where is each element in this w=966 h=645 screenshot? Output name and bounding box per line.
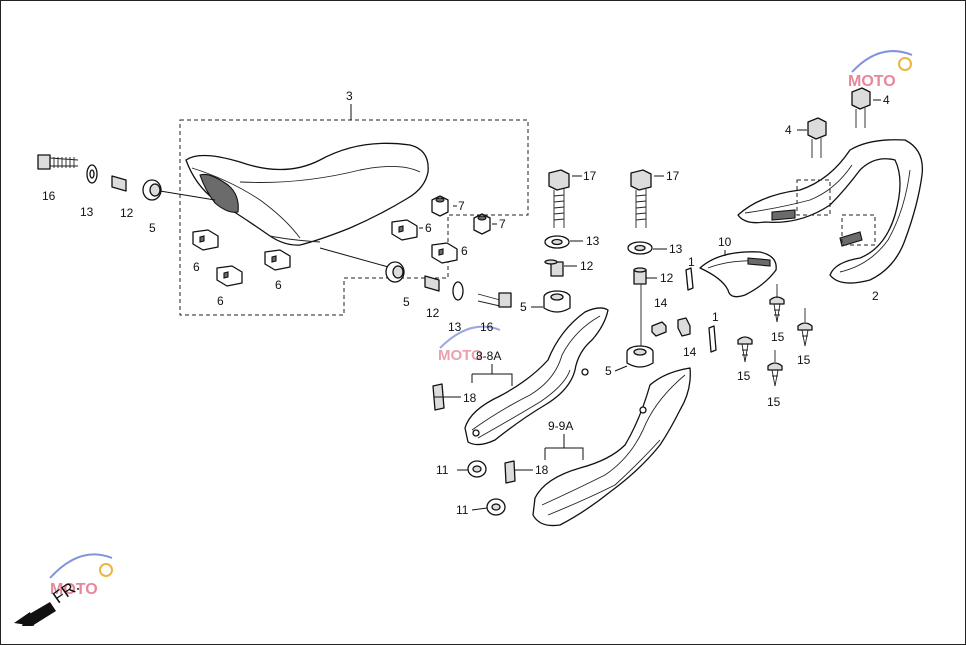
callout-4-b: 4 xyxy=(883,93,890,107)
callout-12-left: 12 xyxy=(120,206,134,220)
callout-12-seat-right: 12 xyxy=(426,306,440,320)
cushion-6-c xyxy=(264,249,291,271)
cushion-6-d xyxy=(391,219,418,241)
callout-7-a: 7 xyxy=(458,199,465,213)
bolt-16-right xyxy=(477,292,512,308)
callout-13-right: 13 xyxy=(669,242,683,256)
callout-6-d: 6 xyxy=(425,221,432,235)
watermark-logo-bottom: MOTO xyxy=(49,553,113,598)
callout-3: 3 xyxy=(346,89,353,103)
callout-12-center: 12 xyxy=(580,259,594,273)
callout-13-center: 13 xyxy=(586,234,600,248)
bolt-4-b xyxy=(851,87,871,128)
block-7-b xyxy=(473,213,491,235)
collar-12-seat-right xyxy=(424,275,440,292)
callout-17-right: 17 xyxy=(666,169,680,183)
grommet-5-right xyxy=(626,345,654,368)
seat xyxy=(185,142,429,246)
cushion-6-e xyxy=(431,242,458,264)
screw-15-d xyxy=(767,350,783,387)
callout-14-a: 14 xyxy=(654,296,668,310)
callout-17-center: 17 xyxy=(583,169,597,183)
watermark-text: MOTO xyxy=(848,73,896,90)
callout-15-d: 15 xyxy=(767,395,781,409)
watermark-text: MOTO xyxy=(438,347,483,364)
callout-6-b: 6 xyxy=(217,294,224,308)
callout-13-left: 13 xyxy=(80,205,94,219)
nut-14-b xyxy=(677,317,691,337)
callout-9-9a: 9-9A xyxy=(548,419,573,433)
callout-16-left: 16 xyxy=(42,189,56,203)
pin-1-b xyxy=(708,325,717,353)
washer-13-seat-right xyxy=(452,281,464,301)
callout-5-right: 5 xyxy=(605,364,612,378)
collar-12-left xyxy=(111,175,127,192)
callout-15-c: 15 xyxy=(797,353,811,367)
callout-15-a: 15 xyxy=(737,369,751,383)
clip-18-b xyxy=(504,460,516,484)
bolt-17-center xyxy=(548,169,570,228)
bracket-9 xyxy=(544,434,584,460)
callout-10: 10 xyxy=(718,235,732,249)
callout-1-a: 1 xyxy=(688,255,695,269)
callout-18-b: 18 xyxy=(535,463,549,477)
callout-6-c: 6 xyxy=(275,278,282,292)
seat-assembly-group-box xyxy=(179,119,529,316)
callout-4-a: 4 xyxy=(785,123,792,137)
callout-1-b: 1 xyxy=(712,310,719,324)
callout-15-b: 15 xyxy=(771,330,785,344)
pin-1-a xyxy=(685,267,694,291)
callout-5-center: 5 xyxy=(520,300,527,314)
grab-rail-2 xyxy=(737,139,924,284)
side-cover-8 xyxy=(464,307,609,446)
callout-8-8a: 8-8A xyxy=(476,349,501,363)
watermark-text: MOTO xyxy=(50,581,98,598)
callout-7-b: 7 xyxy=(499,217,506,231)
callout-14-b: 14 xyxy=(683,345,697,359)
watermark-logo-mid: MOTO xyxy=(438,325,501,364)
bolt-16-left xyxy=(37,154,79,170)
cushion-6-b xyxy=(216,265,243,287)
grommet-11-a xyxy=(467,460,487,478)
grommet-5-center xyxy=(543,290,571,313)
cover-10 xyxy=(699,251,777,298)
nut-14-a xyxy=(651,321,667,337)
screw-15-b xyxy=(769,284,785,323)
callout-5-seat-right: 5 xyxy=(403,295,410,309)
screw-15-c xyxy=(797,308,813,347)
callout-2: 2 xyxy=(872,289,879,303)
callout-6-a: 6 xyxy=(193,260,200,274)
block-7-a xyxy=(431,195,449,217)
watermark-logo-top: MOTO xyxy=(848,50,913,90)
bolt-17-right xyxy=(630,169,652,228)
screw-15-a xyxy=(737,336,753,363)
callout-16-right: 16 xyxy=(480,320,494,334)
grommet-11-b xyxy=(486,498,506,516)
callout-6-e: 6 xyxy=(461,244,468,258)
callout-13-seat-right: 13 xyxy=(448,320,462,334)
cushion-6-a xyxy=(192,229,219,251)
callout-11-b: 11 xyxy=(456,503,469,517)
callout-5-left: 5 xyxy=(149,221,156,235)
bracket-8 xyxy=(471,364,513,386)
collar-12-center xyxy=(550,261,564,277)
front-direction-arrow: FR. xyxy=(14,576,83,626)
callout-12-right: 12 xyxy=(660,271,674,285)
side-cover-9 xyxy=(532,367,691,527)
callout-11-a: 11 xyxy=(436,463,449,477)
callout-18-a: 18 xyxy=(463,391,477,405)
bolt-4-a xyxy=(807,117,827,158)
